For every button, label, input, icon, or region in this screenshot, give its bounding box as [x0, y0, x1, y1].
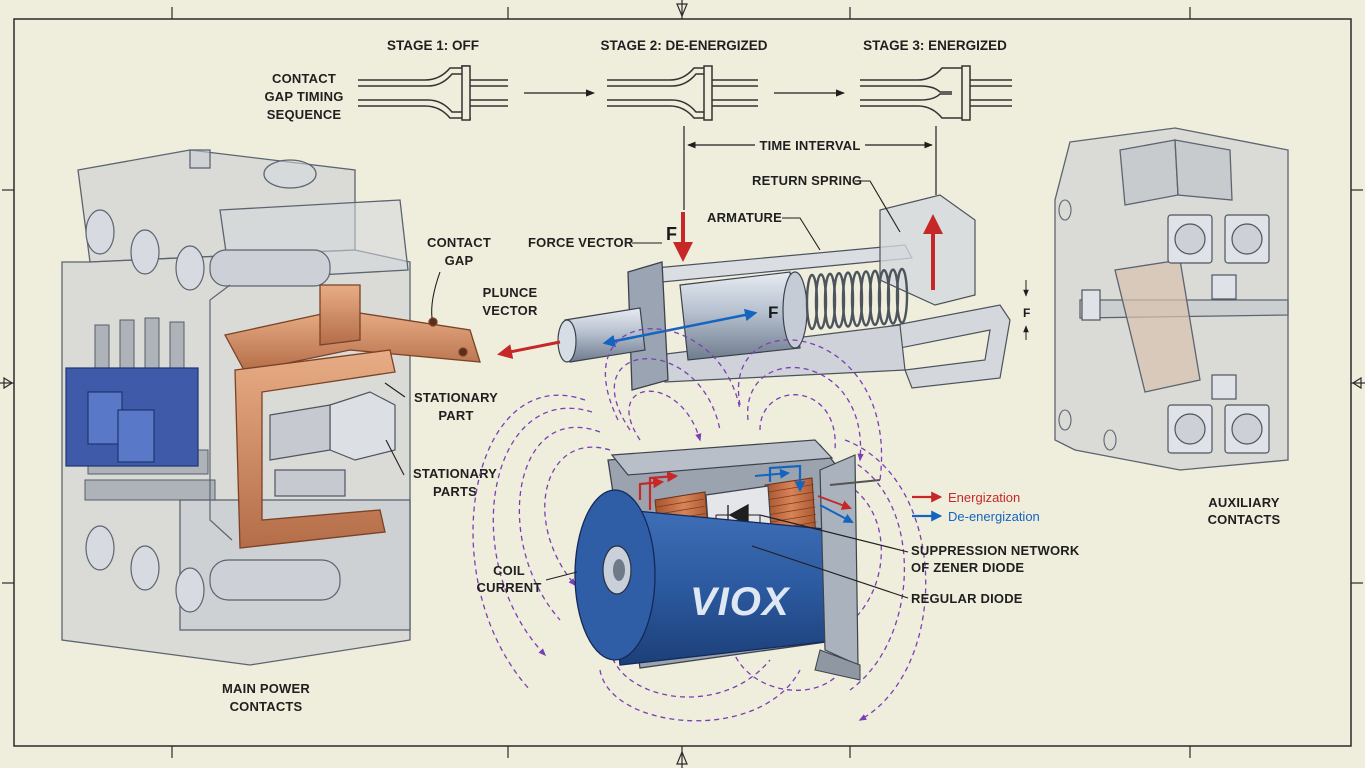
winding-line	[766, 491, 815, 501]
plunce-vector-label-line-2: VECTOR	[482, 303, 538, 318]
main-contact-labels: CONTACT GAP STATIONARY PART STATIONARY P…	[384, 235, 498, 499]
armature-labels: RETURN SPRING ARMATURE FORCE VECTOR PLUN…	[482, 173, 901, 318]
stage-1-contact-strip	[358, 65, 508, 121]
magnetic-field-lines	[472, 328, 927, 722]
energization-current-arrow	[648, 471, 679, 510]
stage-2-contact-strip	[607, 65, 758, 121]
winding-line	[765, 484, 814, 493]
timing-label-line-2: GAP TIMING	[264, 89, 343, 104]
legend: Energization De-energization	[912, 490, 1040, 524]
main-power-contacts: MAIN POWER CONTACTS	[61, 149, 481, 714]
copper-contact	[224, 284, 481, 549]
return-spring-label: RETURN SPRING	[752, 173, 862, 188]
stage-2-title: STAGE 2: DE-ENERGIZED	[600, 38, 767, 53]
stationary-part-label-line-2: PART	[438, 408, 473, 423]
main-power-label-line-2: CONTACTS	[230, 699, 303, 714]
legend-de-energization-label: De-energization	[948, 509, 1040, 524]
contact-gap-label-line-2: GAP	[445, 253, 474, 268]
timing-label-line-1: CONTACT	[272, 71, 336, 86]
stationary-part-label-line-1: STATIONARY	[414, 390, 498, 405]
suppression-leader	[759, 514, 909, 553]
time-interval-label: TIME INTERVAL	[759, 138, 860, 153]
return-spring	[805, 267, 909, 331]
brand-logo-text: VIOX	[690, 580, 791, 624]
winding-line	[656, 505, 705, 515]
winding-line	[766, 499, 815, 508]
coil-current-label-line-1: COIL	[493, 563, 525, 578]
auxiliary-label-line-2: CONTACTS	[1208, 512, 1281, 527]
contact-gap-label-line-1: CONTACT	[427, 235, 491, 250]
coil-lead-wire	[829, 479, 881, 486]
coil-current-label-line-2: CURRENT	[477, 580, 542, 595]
stationary-parts-leader	[385, 439, 405, 476]
suppression-label-line-2: OF ZENER DIODE	[911, 560, 1024, 575]
main-power-label-line-1: MAIN POWER	[222, 681, 310, 696]
plunce-vector-label-line-1: PLUNCE	[483, 285, 538, 300]
force-symbol-dimension: F	[1023, 306, 1030, 320]
winding-line	[767, 506, 816, 516]
force-symbol-top: F	[666, 224, 677, 244]
return-spring-leader	[855, 180, 901, 233]
armature-assembly: F F F	[497, 194, 1030, 391]
stage-3-contact-strip	[860, 65, 1012, 121]
coil-current-leader	[545, 571, 578, 581]
blue-contact-bar	[65, 367, 199, 467]
auxiliary-label-line-1: AUXILIARY	[1208, 495, 1280, 510]
stage-3-title: STAGE 3: ENERGIZED	[863, 38, 1007, 53]
plunger-travel-arrow	[602, 308, 758, 348]
timing-label-line-3: SEQUENCE	[267, 107, 342, 122]
coil-assembly: VIOX	[472, 328, 927, 722]
timing-sequence: STAGE 1: OFF STAGE 2: DE-ENERGIZED STAGE…	[264, 38, 1012, 210]
plunge-vector-arrow	[497, 340, 561, 360]
suppression-label-line-1: SUPPRESSION NETWORK	[911, 543, 1080, 558]
armature-label: ARMATURE	[707, 210, 782, 225]
force-vector-label: FORCE VECTOR	[528, 235, 634, 250]
regular-diode-label: REGULAR DIODE	[911, 591, 1023, 606]
armature-leader	[782, 217, 821, 251]
force-symbol-cylinder: F	[768, 303, 778, 322]
legend-energization-label: Energization	[948, 490, 1020, 505]
regular-diode-leader	[751, 545, 909, 599]
winding-line	[767, 514, 816, 523]
spring-coil	[895, 267, 909, 325]
stage-1-title: STAGE 1: OFF	[387, 38, 479, 53]
contact-gap-leader	[431, 271, 441, 319]
auxiliary-contacts: AUXILIARY CONTACTS	[1054, 127, 1289, 527]
winding-line	[655, 498, 704, 508]
time-interval-dimension	[683, 126, 937, 210]
coil-labels: COIL CURRENT SUPPRESSION NETWORK OF ZENE…	[477, 514, 1080, 606]
stationary-parts-label-line-1: STATIONARY	[413, 466, 497, 481]
stationary-part-leader	[384, 382, 406, 398]
stationary-parts-label-line-2: PARTS	[433, 484, 477, 499]
